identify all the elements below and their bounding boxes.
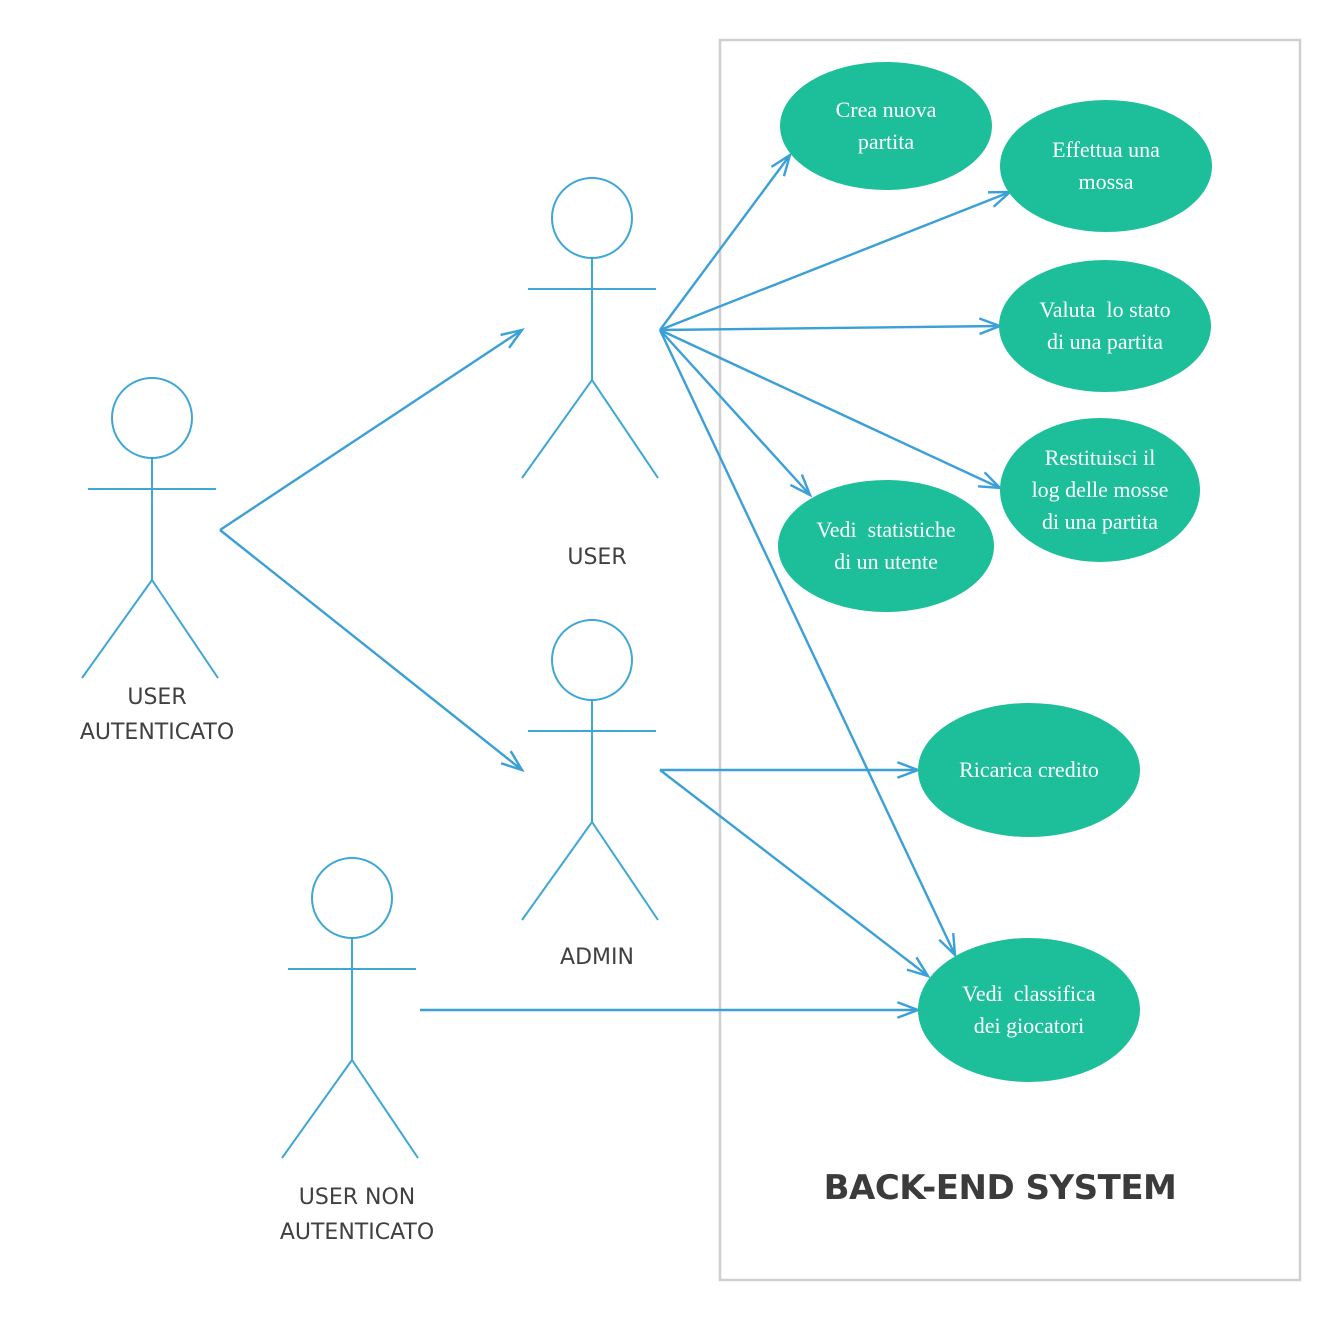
association-line	[659, 769, 929, 977]
usecase-label-line: di una partita	[1046, 329, 1164, 354]
actor-user-autenticato	[81, 377, 219, 679]
usecase-label-line: mossa	[1078, 169, 1134, 194]
association-line	[659, 190, 1011, 332]
actor-right-leg	[151, 579, 219, 679]
usecase-label-effettua-una-mossa: Effettua una mossa	[1052, 134, 1160, 198]
usecase-label-ricarica-credito: Ricarica credito	[959, 754, 1099, 786]
arrowhead	[770, 152, 793, 177]
actor-label-line: AUTENTICATO	[279, 1220, 435, 1245]
usecase-label-line: Effettua una	[1052, 137, 1160, 162]
relation-user-autenticato-to-admin	[219, 529, 525, 773]
actor-label-line: USER	[567, 545, 627, 570]
usecase-vedi-classifica	[918, 938, 1140, 1082]
actor-left-leg	[521, 821, 593, 921]
usecase-label-restituisci-il-log: Restituisci il log delle mosse di una part…	[1032, 442, 1169, 538]
relation-user-to-restituisci-il-log	[659, 328, 1004, 490]
usecase-valuta-lo-stato	[999, 260, 1211, 392]
association-line	[219, 529, 523, 771]
actors-layer	[81, 177, 659, 1159]
relation-user-autenticato-to-user	[219, 328, 525, 532]
association-line	[658, 329, 957, 956]
actor-label-line: AUTENTICATO	[79, 720, 235, 745]
arrowhead	[500, 750, 525, 773]
arrowhead	[977, 471, 1004, 490]
actor-left-leg	[521, 379, 593, 479]
arrowhead	[789, 474, 813, 498]
actor-head	[551, 619, 633, 701]
actor-label-line: USER NON	[298, 1185, 416, 1210]
actor-right-leg	[591, 379, 659, 479]
actor-right-leg	[591, 821, 659, 921]
actor-label-user: USER	[567, 540, 626, 575]
relation-admin-to-ricarica-credito	[660, 761, 922, 779]
usecase-label-line: di una partita	[1041, 509, 1159, 534]
arrowhead	[500, 328, 525, 349]
usecase-ricarica-credito	[918, 703, 1140, 837]
relations-layer	[219, 152, 1014, 1019]
usecase-label-line: Valuta lo stato	[1039, 297, 1171, 322]
usecases-layer	[778, 62, 1212, 1082]
association-line	[659, 154, 791, 331]
usecase-vedi-statistiche	[778, 480, 994, 612]
actor-left-leg	[81, 579, 153, 679]
association-line	[659, 324, 1001, 332]
actor-admin	[521, 619, 659, 921]
usecase-label-line: Crea nuova	[835, 97, 937, 122]
actor-label-user-autenticato: USER AUTENTICATO	[80, 680, 234, 750]
usecase-label-vedi-statistiche: Vedi statistiche di un utente	[816, 514, 955, 578]
relation-user-to-crea-nuova-partita	[659, 152, 793, 331]
usecase-label-line: log delle mosse	[1031, 477, 1169, 502]
usecase-label-line: di un utente	[834, 549, 938, 574]
usecase-label-line: Ricarica credito	[959, 757, 1099, 782]
usecase-label-line: partita	[857, 129, 915, 154]
actor-head	[551, 177, 633, 259]
actor-label-line: USER	[127, 685, 187, 710]
actor-user-non-autenticato	[281, 857, 419, 1159]
system-boundary	[718, 38, 1302, 1282]
relation-user-non-autenticato-to-vedi-classifica	[420, 1001, 922, 1019]
association-line	[219, 328, 523, 532]
actor-head	[111, 377, 193, 459]
actor-label-line: ADMIN	[560, 945, 634, 970]
relation-user-to-valuta-lo-stato	[659, 317, 1004, 336]
actor-label-user-non-autenticato: USER NON AUTENTICATO	[280, 1180, 434, 1250]
relation-user-to-vedi-statistiche	[659, 329, 813, 498]
usecase-label-line: Vedi statistiche	[816, 517, 956, 542]
actor-right-leg	[351, 1059, 419, 1159]
usecase-label-vedi-classifica: Vedi classifica dei giocatori	[962, 978, 1095, 1042]
actor-left-leg	[281, 1059, 353, 1159]
association-line	[659, 329, 811, 496]
usecase-crea-nuova-partita	[780, 62, 992, 190]
usecase-label-line: Vedi classifica	[962, 981, 1096, 1006]
arrowhead	[906, 956, 931, 979]
usecase-effettua-una-mossa	[1000, 100, 1212, 232]
actor-head	[311, 857, 393, 939]
usecase-label-crea-nuova-partita: Crea nuova partita	[836, 94, 937, 158]
actor-label-admin: ADMIN	[560, 940, 634, 975]
relation-user-to-vedi-classifica	[658, 329, 957, 959]
arrowhead	[938, 932, 957, 959]
usecase-restituisci-il-log	[1000, 418, 1200, 562]
relation-admin-to-vedi-classifica	[659, 769, 931, 979]
usecase-label-line: dei giocatori	[973, 1013, 1085, 1038]
usecase-label-valuta-lo-stato: Valuta lo stato di una partita	[1039, 294, 1170, 358]
actor-user	[521, 177, 659, 479]
usecase-label-line: Restituisci il	[1044, 445, 1156, 470]
association-line	[659, 328, 1001, 490]
system-title: BACK-END SYSTEM	[823, 1168, 1177, 1208]
